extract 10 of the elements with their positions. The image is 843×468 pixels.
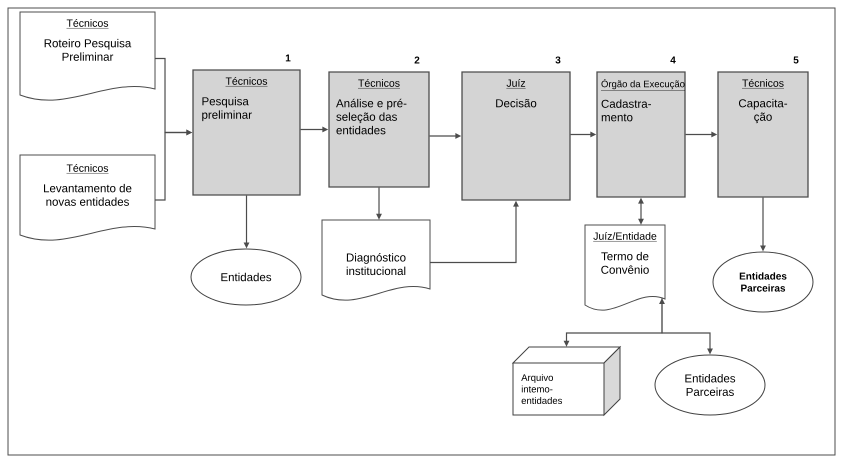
step-number: 1 bbox=[286, 54, 290, 62]
step-number: 5 bbox=[794, 56, 798, 64]
step-number: 2 bbox=[414, 56, 420, 64]
step-number: 3 bbox=[555, 56, 560, 64]
process-box: Técnicos Análise e pré- seleção das entidades bbox=[328, 71, 430, 188]
process-box: Técnicos Capacita- ção bbox=[717, 71, 809, 198]
process-box: Órgão da Execução Cadastra- mento bbox=[596, 71, 686, 198]
step-number: 4 bbox=[670, 56, 676, 64]
process-box: Técnicos Pesquisa preliminar bbox=[192, 69, 301, 196]
process-box: Juíz Decisão bbox=[461, 71, 571, 201]
